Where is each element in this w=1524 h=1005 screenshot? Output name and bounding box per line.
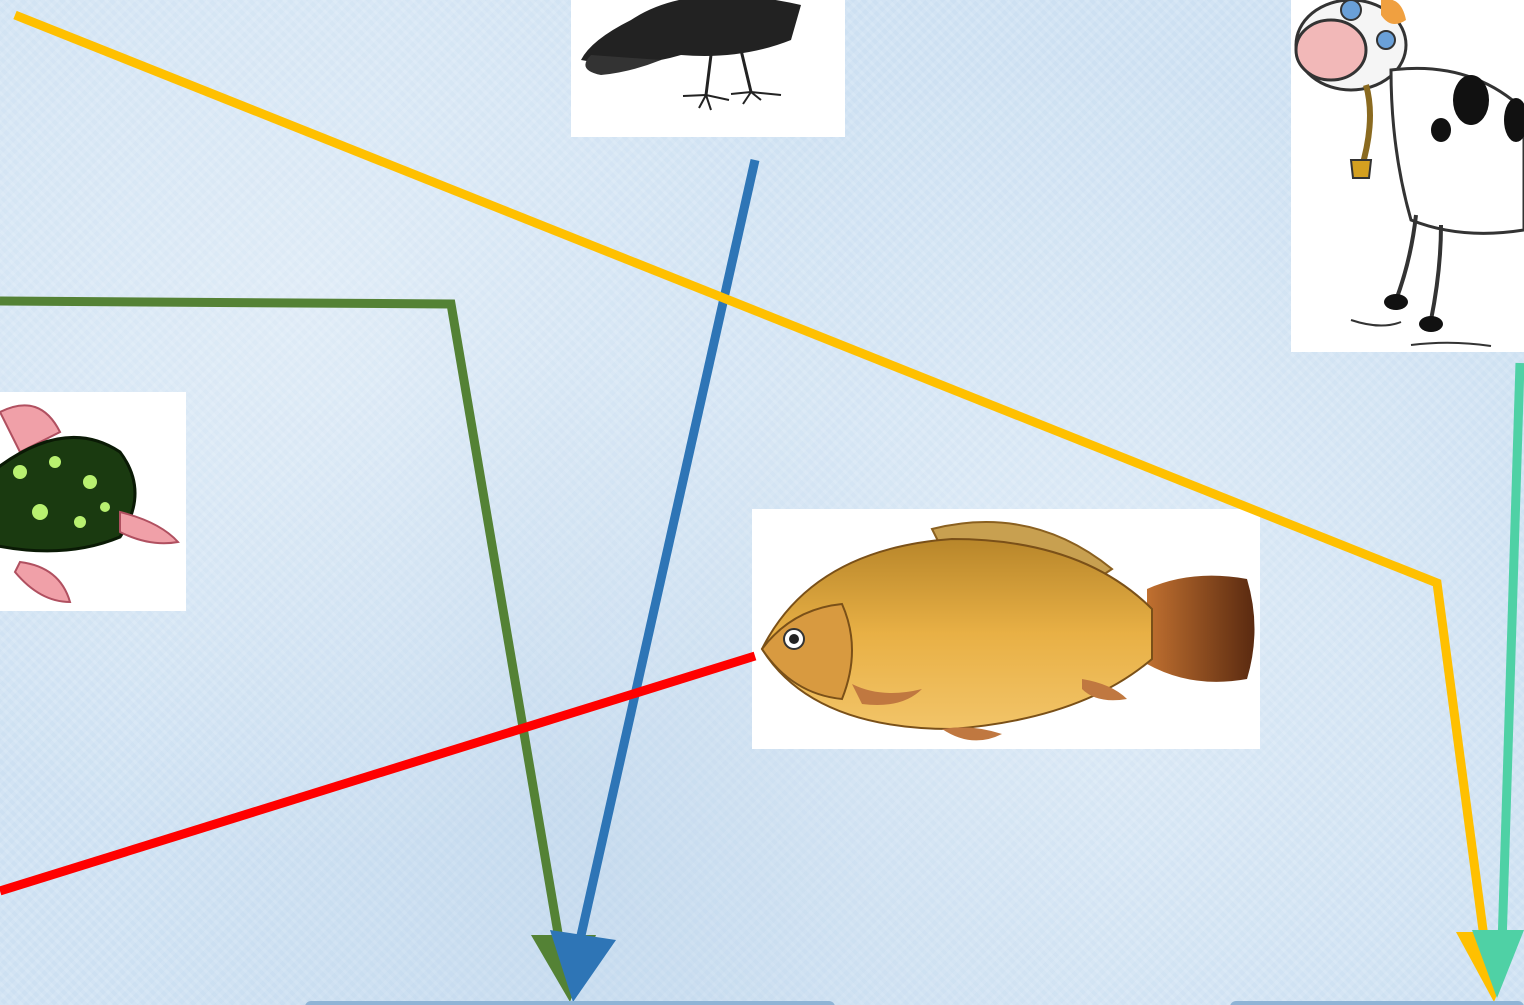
bottom-box-left: [305, 1001, 835, 1005]
teal-arrowhead: [1472, 930, 1524, 998]
blue-arrow: [575, 159, 760, 941]
crucian-carp-icon: [752, 509, 1260, 749]
crow-icon: [571, 0, 845, 137]
orange-arrow: [13, 10, 1490, 946]
orange-arrowhead: [1456, 932, 1522, 1002]
bottom-box-right: [1230, 1001, 1524, 1005]
green-arrowhead: [531, 935, 596, 1002]
pike-fish-icon: [0, 392, 186, 611]
red-line: [0, 651, 757, 896]
cow-icon: [1291, 0, 1524, 352]
teal-arrow: [1497, 362, 1524, 946]
blue-arrowhead: [550, 930, 616, 1002]
